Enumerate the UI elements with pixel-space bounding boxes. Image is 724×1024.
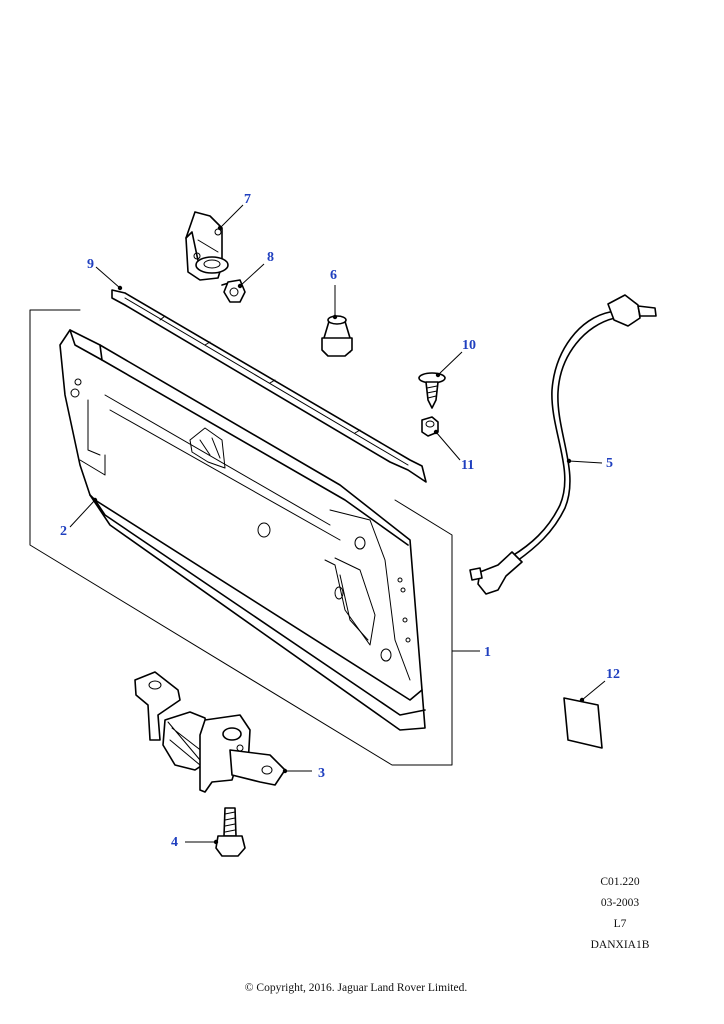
- bump-stop: [321, 315, 353, 357]
- copyright-text: © Copyright, 2016. Jaguar Land Rover Lim…: [244, 982, 468, 994]
- callout-10: 10: [462, 338, 476, 353]
- seal-strip: [111, 289, 427, 483]
- callout-3: 3: [318, 766, 325, 781]
- callout-12: 12: [606, 667, 620, 682]
- callout-2: 2: [60, 524, 67, 539]
- callout-1: 1: [484, 645, 491, 660]
- release-cable: [469, 294, 657, 595]
- callout-8: 8: [267, 250, 274, 265]
- diagram-ref: DANXIA1B: [590, 939, 650, 951]
- diagram-code: C01.220: [600, 876, 640, 888]
- callout-4: 4: [171, 835, 178, 850]
- label-sticker: [563, 697, 603, 749]
- callout-9: 9: [87, 257, 94, 272]
- diagram-model: L7: [613, 918, 627, 930]
- door-striker: [185, 211, 229, 281]
- tailgate-panel: [59, 329, 426, 731]
- callout-7: 7: [244, 192, 251, 207]
- screw: [418, 372, 446, 409]
- diagram-date: 03-2003: [600, 897, 640, 909]
- hinge: [134, 671, 286, 793]
- assembly-outline: [29, 309, 453, 766]
- callout-6: 6: [330, 268, 337, 283]
- leader-lines: [69, 204, 606, 845]
- callout-11: 11: [461, 458, 475, 473]
- hinge-bolt: [215, 807, 246, 857]
- striker-bolt: [221, 279, 246, 303]
- callout-5: 5: [606, 456, 613, 471]
